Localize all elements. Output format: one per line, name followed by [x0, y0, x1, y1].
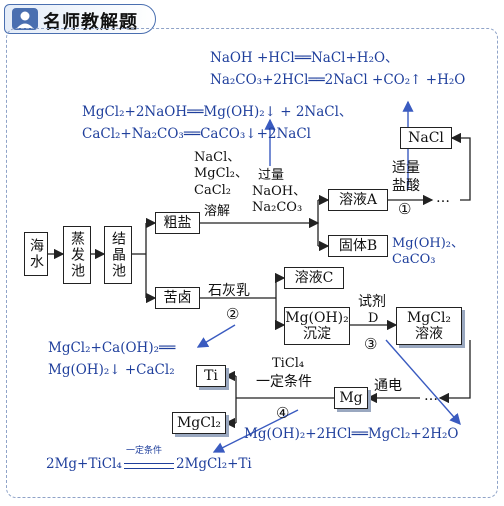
label-reagent: 试剂 — [358, 294, 386, 310]
header-banner: 名师教解题 — [4, 4, 156, 34]
label-electrolysis: 通电 — [374, 378, 402, 394]
node-ti: Ti — [196, 365, 226, 387]
equation-mgcl2-naoh: MgCl₂+2NaOH══Mg(OH)₂↓ + 2NaCl、 — [82, 104, 353, 120]
label-appropriate-amount: 适量 — [392, 160, 420, 176]
node-sea: 海水 — [24, 232, 48, 276]
ellipsis-after-solution-a: … — [436, 190, 450, 206]
equation-mg-ticl4-left: 2Mg+TiCl₄ — [46, 456, 122, 472]
label-lime-milk: 石灰乳 — [208, 283, 250, 299]
node-crystallization-pond: 结晶池 — [104, 226, 132, 284]
step-3-marker: ③ — [364, 335, 378, 353]
label-hydrochloric-acid: 盐酸 — [392, 178, 420, 194]
equation-cacl2-na2co3: CaCl₂+Na₂CO₃══CaCO₃↓+2NaCl — [82, 126, 311, 142]
content-frame — [6, 28, 498, 498]
equation-na2co3-hcl: Na₂CO₃+2HCl══2NaCl +CO₂↑ +H₂O — [210, 72, 466, 88]
label-excess: 过量 — [258, 168, 285, 183]
equation-mg-ticl4-right: 2MgCl₂+Ti — [176, 456, 252, 472]
label-certain-condition: 一定条件 — [256, 374, 312, 390]
equation-mg-ticl4-condition: 一定条件 — [126, 446, 163, 456]
node-bittern: 苦卤 — [155, 287, 200, 309]
node-mgcl2: MgCl₂ — [172, 412, 226, 434]
step-4-marker: ④ — [276, 404, 290, 422]
step-2-marker: ② — [226, 305, 240, 323]
node-solution-a: 溶液A — [328, 189, 388, 211]
node-nacl: NaCl — [400, 127, 452, 149]
node-solution-c: 溶液C — [284, 267, 344, 289]
node-mgoh2-precipitate: Mg(OH)₂沉淀 — [284, 307, 350, 345]
node-mg: Mg — [334, 387, 368, 409]
equation-mg-ticl4-equals — [124, 463, 174, 469]
teacher-badge-icon — [12, 8, 38, 30]
label-dissolve: 溶解 — [204, 204, 231, 219]
label-naoh-na2co3: NaOH、Na₂CO₃ — [252, 184, 307, 215]
label-ticl4: TiCl₄ — [272, 356, 305, 371]
node-mgcl2-solution: MgCl₂溶液 — [396, 307, 462, 345]
node-crude-salt: 粗盐 — [155, 212, 200, 234]
equation-mgcl2-caoh2-line2: Mg(OH)₂↓ +CaCl₂ — [48, 362, 175, 378]
label-reagent-d: D — [368, 311, 379, 326]
ellipsis-after-mgcl2-solution: … — [424, 388, 438, 404]
solid-b-composition: Mg(OH)₂、CaCO₃ — [392, 236, 464, 267]
equation-mgcl2-caoh2-line1: MgCl₂+Ca(OH)₂══ — [48, 340, 176, 356]
equation-mgoh2-hcl: Mg(OH)₂+2HCl══MgCl₂+2H₂O — [244, 426, 459, 442]
equation-naoh-hcl: NaOH +HCl══NaCl+H₂O、 — [210, 50, 399, 66]
node-evaporation-pond: 蒸发池 — [63, 226, 91, 284]
step-1-marker: ① — [398, 200, 412, 218]
reagents-in-crude-salt: NaCl、MgCl₂、CaCl₂ — [194, 150, 248, 198]
node-solid-b: 固体B — [328, 235, 388, 257]
header-title: 名师教解题 — [43, 12, 138, 33]
